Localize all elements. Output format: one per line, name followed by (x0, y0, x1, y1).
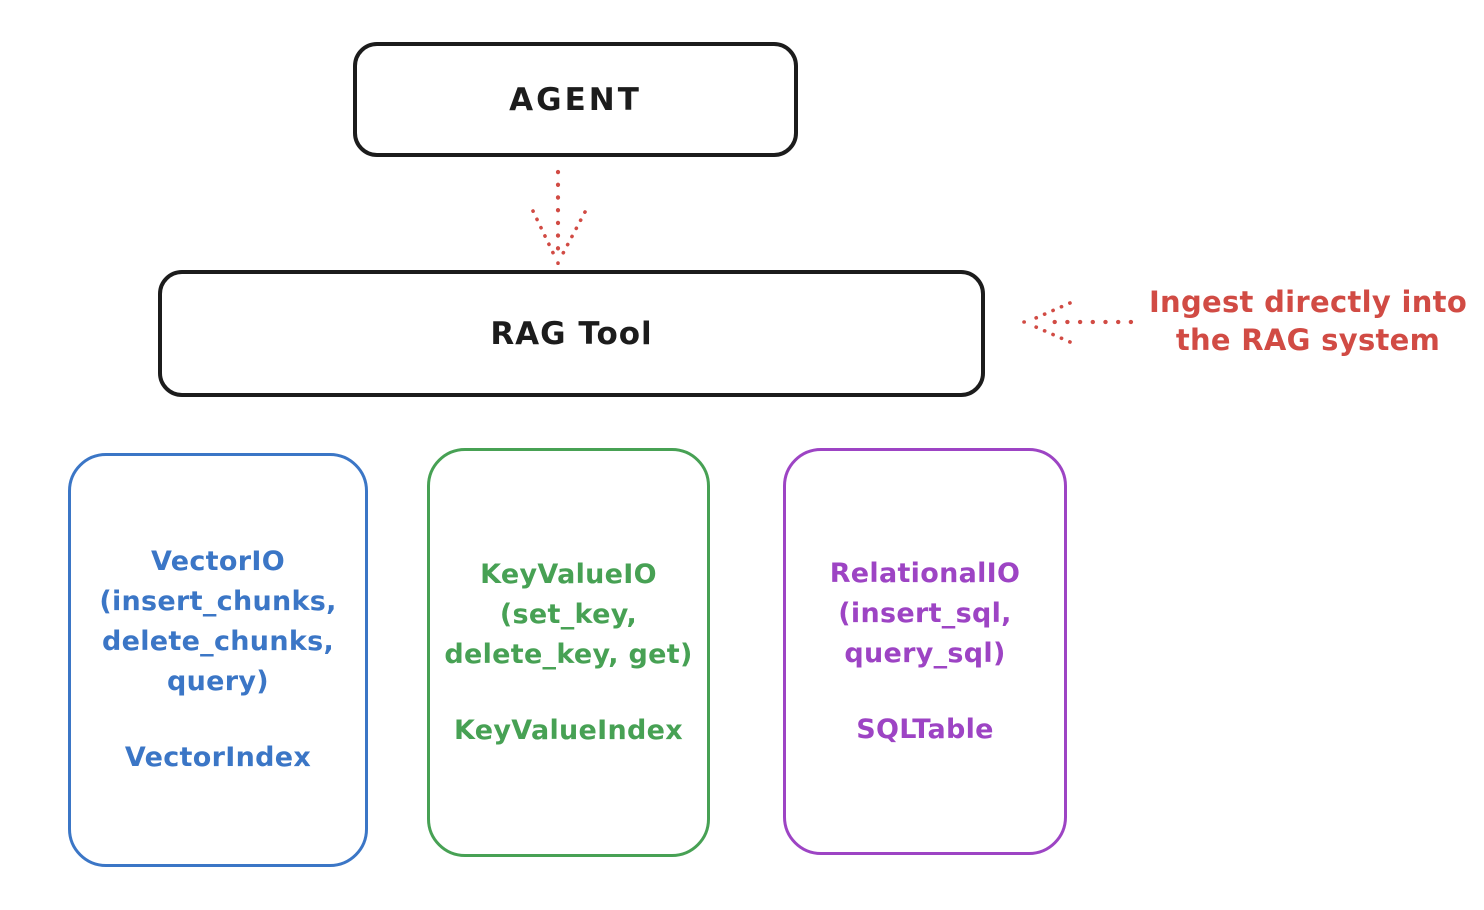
ingest-annotation-line-1: Ingest directly into (1148, 285, 1468, 319)
backend-keyvalue-io-index-label: KeyValueIndex (453, 714, 683, 746)
arrowhead-left-wing (531, 209, 558, 261)
backend-line: delete_chunks, (101, 626, 335, 657)
annotation-to-rag-tool-arrow (1022, 301, 1134, 344)
backend-line: delete_key, get) (444, 638, 693, 670)
backend-vector-io-index-label: VectorIndex (124, 742, 312, 773)
backend-line: (insert_chunks, (99, 586, 337, 617)
arrowhead-lower-wing (1027, 322, 1072, 344)
ingest-annotation: Ingest directly into the RAG system (1128, 283, 1484, 359)
backend-line: query_sql) (844, 637, 1006, 669)
backend-line: RelationalIO (829, 557, 1021, 589)
backend-box-vector-io: VectorIO (insert_chunks, delete_chunks, … (68, 453, 368, 867)
agent-to-rag-tool-arrow (531, 169, 587, 266)
backend-line: KeyValueIO (480, 558, 657, 590)
backend-keyvalue-io-methods: KeyValueIO (set_key, delete_key, get) (444, 555, 692, 675)
backend-line: (insert_sql, (838, 597, 1012, 629)
backend-vector-io-methods: VectorIO (insert_chunks, delete_chunks, … (99, 542, 336, 702)
backend-line: (set_key, (499, 598, 638, 630)
arrowhead-right-wing (558, 210, 587, 261)
backend-box-relational-io: RelationalIO (insert_sql, query_sql) SQL… (783, 448, 1067, 855)
arrowhead-upper-wing (1027, 301, 1072, 323)
backend-relational-io-index-label: SQLTable (856, 713, 994, 745)
agent-node: AGENT (353, 42, 798, 157)
rag-tool-node-label: RAG Tool (490, 315, 653, 352)
backend-box-keyvalue-io: KeyValueIO (set_key, delete_key, get) Ke… (427, 448, 710, 857)
agent-node-label: AGENT (509, 81, 642, 118)
ingest-annotation-line-2: the RAG system (1175, 323, 1441, 357)
backend-relational-io-methods: RelationalIO (insert_sql, query_sql) (830, 554, 1021, 674)
backend-line: VectorIO (151, 546, 285, 577)
rag-tool-node: RAG Tool (158, 270, 985, 397)
backend-line: query) (167, 666, 269, 697)
